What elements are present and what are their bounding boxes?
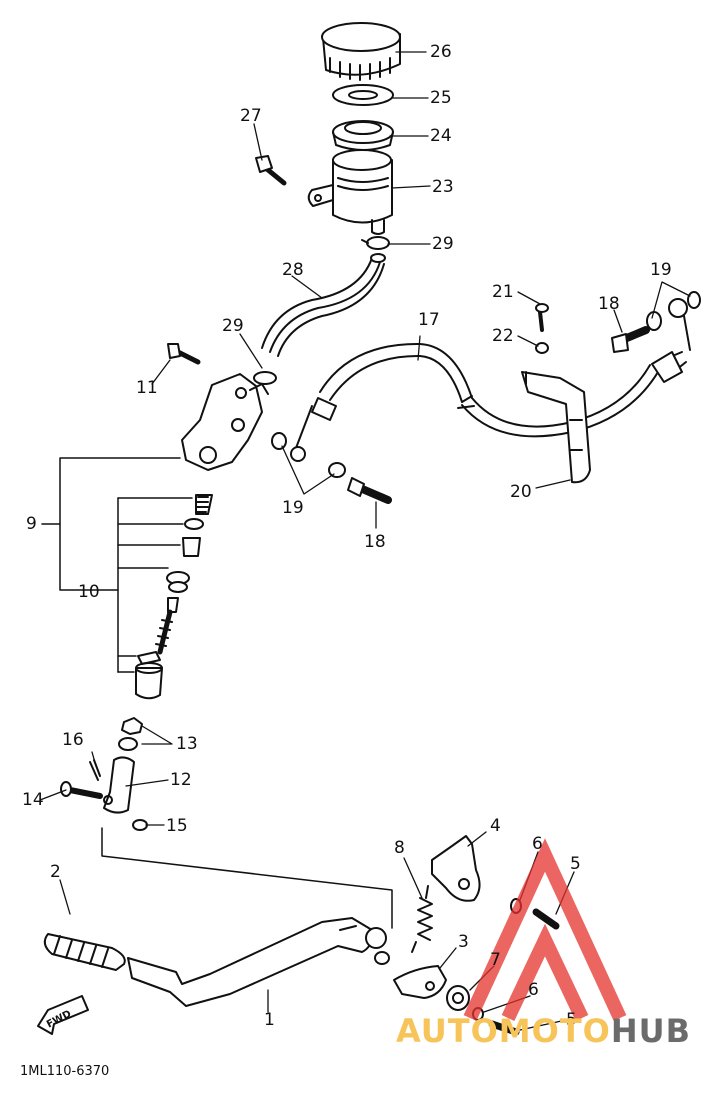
union-bolt-18-left xyxy=(347,477,392,504)
label-22: 22 xyxy=(492,326,514,346)
label-20: 20 xyxy=(510,482,532,502)
label-9: 9 xyxy=(26,514,37,534)
circlip xyxy=(166,571,190,593)
label-7: 7 xyxy=(490,950,501,970)
bolt-5-lower xyxy=(488,1020,520,1036)
diaphragm-plate-25 xyxy=(332,84,394,106)
return-spring-8 xyxy=(411,885,433,953)
label-3: 3 xyxy=(458,932,469,952)
label-12: 12 xyxy=(170,770,192,790)
watermark-moto: MOTO xyxy=(498,1012,611,1050)
push-rod-nut xyxy=(137,651,161,665)
clevis-12 xyxy=(103,756,135,814)
linkage-line xyxy=(101,827,393,929)
brake-pedal-1 xyxy=(127,917,390,1007)
label-17: 17 xyxy=(418,310,440,330)
piston xyxy=(182,537,201,557)
dust-boot xyxy=(135,662,163,700)
group-bracket xyxy=(41,457,193,673)
screw-27 xyxy=(255,155,287,186)
label-28: 28 xyxy=(282,260,304,280)
hose-clamp-29-lower xyxy=(253,371,277,385)
pin-14 xyxy=(60,781,103,799)
reservoir-hose-28 xyxy=(261,253,386,357)
watermark-triangle-icon xyxy=(463,838,627,1022)
bracket-4 xyxy=(431,835,481,902)
piston-spring xyxy=(195,494,213,515)
label-29-lower: 29 xyxy=(222,316,244,336)
label-13: 13 xyxy=(176,734,198,754)
label-5-lower: 5 xyxy=(566,1010,577,1030)
label-25: 25 xyxy=(430,88,452,108)
diaphragm-24 xyxy=(332,120,394,151)
label-10: 10 xyxy=(78,582,100,602)
label-2: 2 xyxy=(50,862,61,882)
brake-hose-17 xyxy=(290,298,691,462)
label-18-right: 18 xyxy=(598,294,620,314)
label-29-top: 29 xyxy=(432,234,454,254)
washer-15 xyxy=(132,819,148,831)
bolt-5-upper xyxy=(532,908,560,930)
label-19-left: 19 xyxy=(282,498,304,518)
washer-22 xyxy=(535,342,549,354)
label-23: 23 xyxy=(432,177,454,197)
label-15: 15 xyxy=(166,816,188,836)
label-21: 21 xyxy=(492,282,514,302)
label-5-upper: 5 xyxy=(570,854,581,874)
label-26: 26 xyxy=(430,42,452,62)
label-8: 8 xyxy=(394,838,405,858)
label-24: 24 xyxy=(430,126,452,146)
diagram-code: 1ML110-6370 xyxy=(20,1064,110,1079)
fwd-arrow-icon xyxy=(37,995,89,1035)
reservoir-tank-23 xyxy=(307,149,393,235)
watermark-hub: HUB xyxy=(610,1012,692,1050)
watermark-text: AUTOMOTOHUB xyxy=(396,1012,691,1050)
watermark-auto: AUTO xyxy=(396,1012,499,1050)
label-14: 14 xyxy=(22,790,44,810)
label-4: 4 xyxy=(490,816,501,836)
piston-cup xyxy=(184,518,204,530)
screw-21 xyxy=(535,303,549,332)
label-18-left: 18 xyxy=(364,532,386,552)
hose-clamp-29-top xyxy=(361,236,390,250)
copper-washer-19 xyxy=(271,291,701,478)
label-1: 1 xyxy=(264,1010,275,1030)
master-cylinder-body xyxy=(181,373,269,471)
bush-7 xyxy=(446,985,470,1011)
pedal-rubber-2 xyxy=(43,933,126,971)
nuts-13 xyxy=(118,717,143,751)
bolt-11 xyxy=(167,343,201,365)
label-11: 11 xyxy=(136,378,158,398)
reservoir-cap-26 xyxy=(321,22,401,81)
hose-guide-20 xyxy=(521,371,591,484)
plate-3 xyxy=(393,965,447,999)
label-16: 16 xyxy=(62,730,84,750)
label-6-lower: 6 xyxy=(528,980,539,1000)
push-rod xyxy=(155,597,179,655)
union-bolt-18-right xyxy=(611,326,650,353)
label-27: 27 xyxy=(240,106,262,126)
label-6-upper: 6 xyxy=(532,834,543,854)
label-19-right: 19 xyxy=(650,260,672,280)
